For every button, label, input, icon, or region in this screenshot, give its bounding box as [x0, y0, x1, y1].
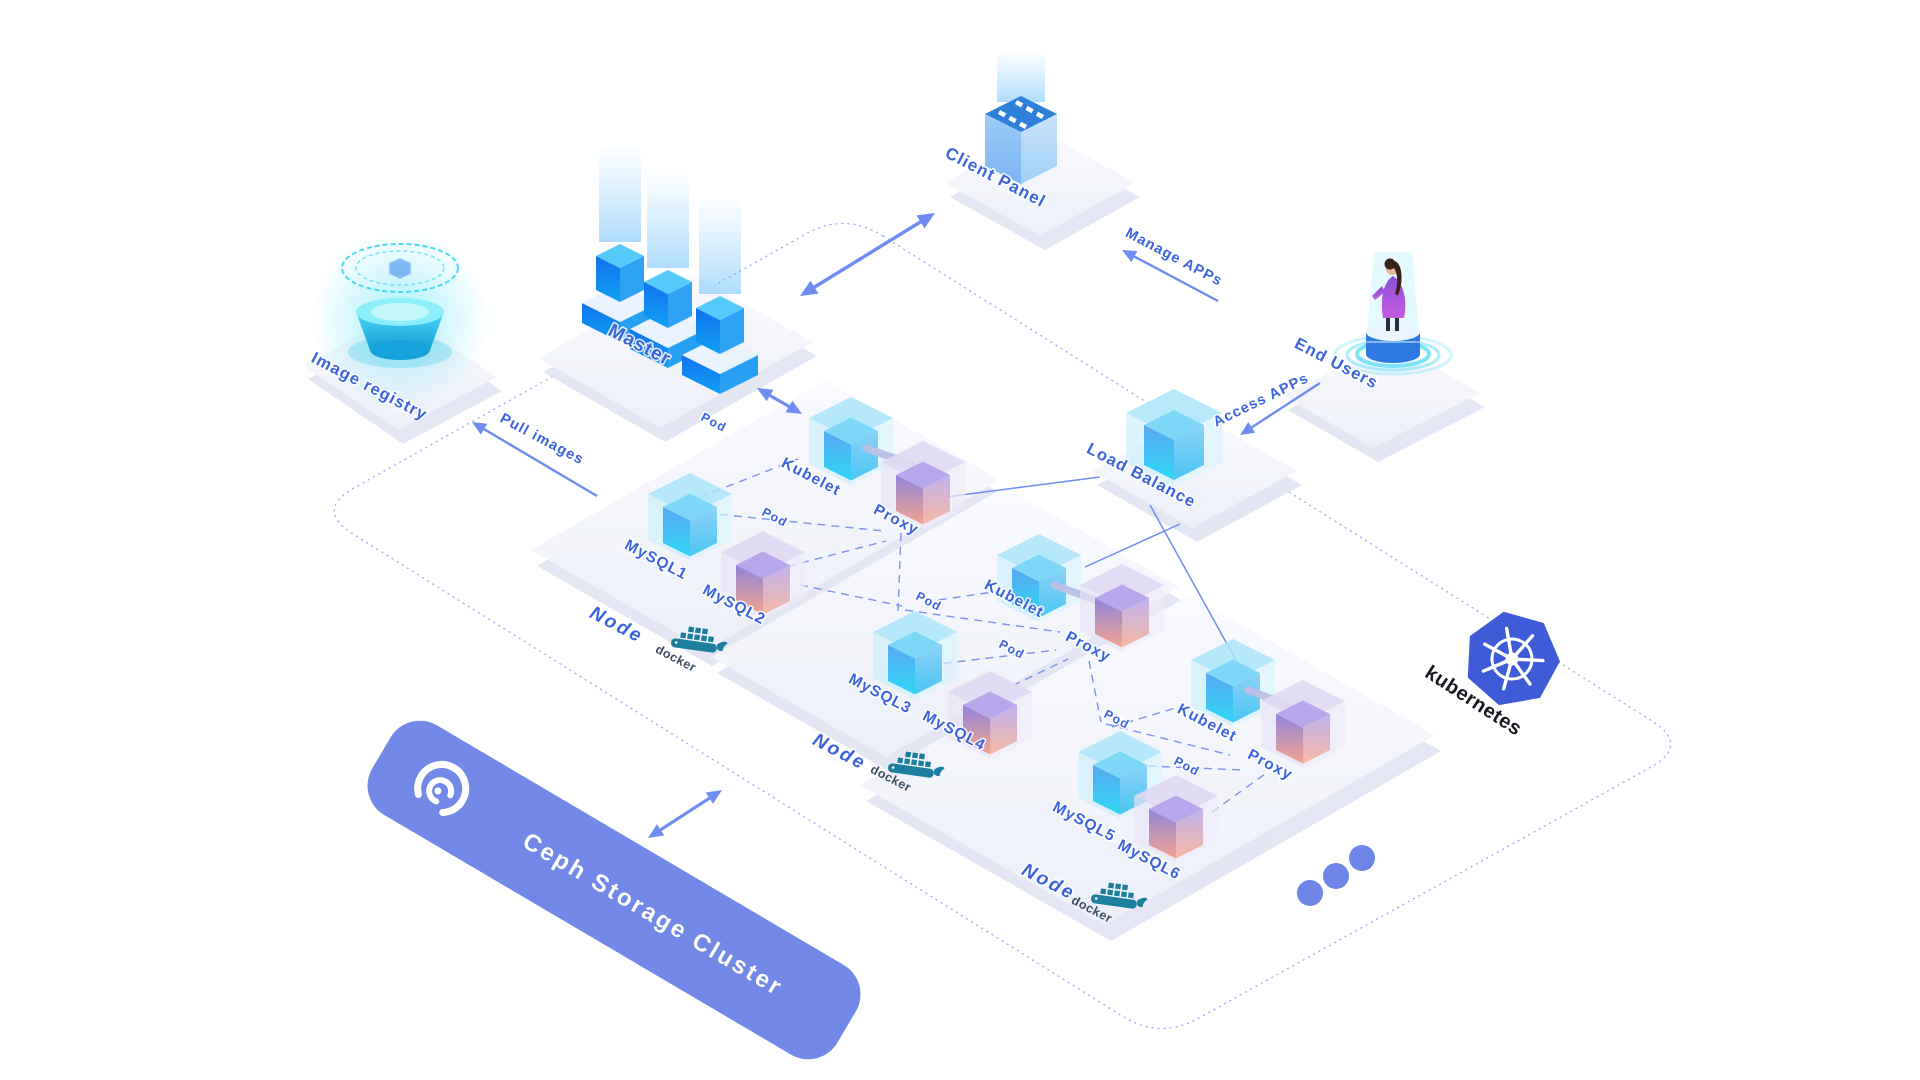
pod-link-dashed	[1088, 660, 1102, 723]
master-cube-icon	[596, 244, 644, 302]
cube-icon	[896, 461, 950, 525]
pull-images-label: Pull images	[497, 411, 586, 469]
cube-icon	[663, 493, 717, 557]
pod-link-dashed	[705, 512, 885, 532]
server-box-icon	[985, 96, 1057, 184]
ceph-cluster-arrow	[657, 795, 713, 833]
overlay-layer	[997, 100, 1045, 129]
more-nodes-ellipsis	[1297, 845, 1375, 906]
end-users-platform	[1283, 341, 1480, 448]
master-pod-tag: Pod	[699, 410, 729, 435]
master-node-arrow	[766, 392, 793, 410]
light-beam	[699, 194, 741, 294]
cube-icon	[1012, 554, 1066, 618]
cube-icon	[1206, 659, 1260, 723]
master-pedestal	[682, 336, 758, 394]
arrowhead	[1122, 250, 1138, 263]
cube-icon	[1095, 584, 1149, 648]
cube-icon	[824, 417, 878, 481]
arrowhead	[1240, 422, 1256, 435]
pod-link-dashed	[1211, 773, 1266, 813]
docker-whale-icon	[671, 625, 728, 653]
pod-link-dashed	[1111, 705, 1183, 728]
connectors-layer	[472, 213, 1321, 838]
kubernetes-helm-icon	[1467, 611, 1560, 706]
pod-link-dashed	[904, 609, 1061, 633]
master-cube-icon	[696, 296, 744, 354]
light-beam	[997, 50, 1045, 102]
cube-icon	[1276, 700, 1330, 764]
arrowhead	[472, 422, 488, 435]
master-cube-icon	[644, 270, 692, 328]
access-apps-arrow	[1248, 381, 1321, 430]
cube-icon	[963, 691, 1017, 755]
cubes-layer	[582, 50, 1345, 909]
pod-link-dashed	[799, 584, 903, 607]
light-beam	[599, 142, 641, 242]
pull-images-arrow	[481, 426, 598, 498]
light-beam	[647, 168, 689, 268]
cube-icon	[1149, 795, 1203, 859]
manage-apps-arrow	[1131, 254, 1219, 303]
arrowhead	[785, 400, 802, 414]
arrowhead	[800, 280, 819, 296]
docker-whale-icon	[1091, 881, 1148, 909]
cube-icon	[888, 631, 942, 695]
arrowhead	[916, 213, 935, 229]
ceph-logo-icon	[414, 760, 470, 816]
pod-link-dashed	[1147, 765, 1244, 771]
server-box-icon	[997, 100, 1045, 129]
load-balancer-cube-inner	[1144, 410, 1204, 480]
user-figure-icon	[1333, 252, 1453, 376]
pod-link-dashed	[924, 590, 1001, 603]
pod-link-dashed	[1105, 723, 1231, 756]
docker-whale-icon	[888, 750, 945, 778]
cube-icon	[1093, 751, 1147, 815]
arrowhead	[757, 388, 774, 402]
arrowhead	[648, 824, 665, 838]
ceph-storage-bar	[367, 720, 861, 1060]
arrowhead	[705, 790, 722, 804]
master-client-arrow	[810, 218, 925, 291]
hologram-registry-icon	[310, 230, 490, 410]
cube-icon	[736, 551, 790, 615]
lb-route-line	[1149, 504, 1238, 663]
